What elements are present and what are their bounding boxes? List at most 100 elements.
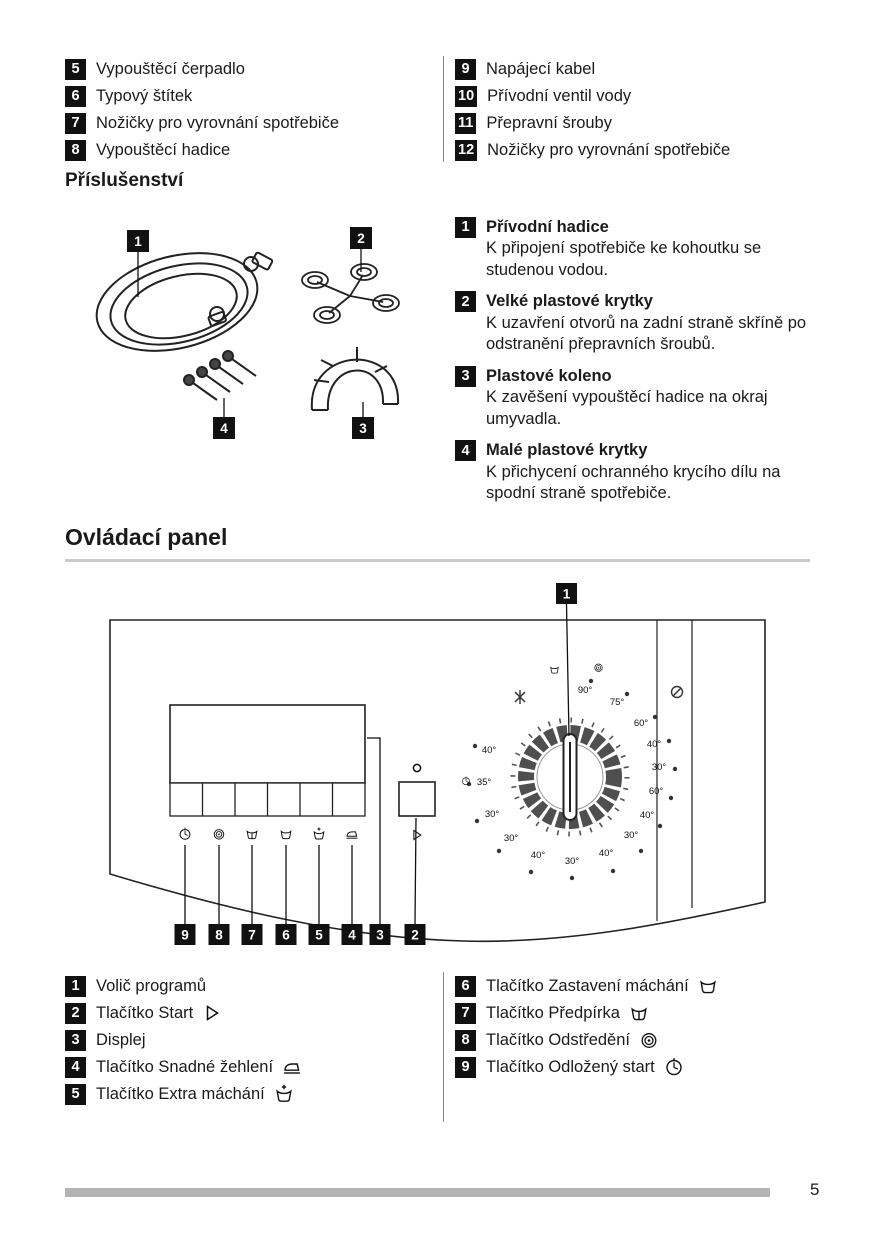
accessory-description: K přichycení ochranného krycího dílu na … <box>486 462 781 503</box>
svg-text:7: 7 <box>248 928 256 943</box>
illustration-callouts: 1 2 4 3 <box>127 227 374 439</box>
svg-text:3: 3 <box>376 928 384 943</box>
callout-number: 5 <box>65 58 86 80</box>
svg-text:30°: 30° <box>624 830 639 841</box>
callout-number: 3 <box>65 1029 86 1051</box>
svg-text:30°: 30° <box>504 833 519 844</box>
part-label: Nožičky pro vyrovnání spotřebiče <box>96 113 340 132</box>
control-panel-heading: Ovládací panel <box>65 524 228 550</box>
legend-label: Tlačítko Zastavení máchání <box>486 976 689 995</box>
callout-number: 4 <box>65 1056 86 1078</box>
elbow-drawing <box>310 347 400 411</box>
diagram-callouts: 9 8 7 6 5 4 3 2 <box>174 924 426 945</box>
extra-rinse-icon <box>313 827 325 840</box>
easy-iron-icon <box>282 1057 302 1077</box>
accessory-description: K uzavření otvorů na zadní straně skříně… <box>486 313 807 354</box>
start-indicator-led <box>412 763 422 773</box>
callout-number: 9 <box>455 1056 476 1078</box>
page-number: 5 <box>810 1180 820 1199</box>
legend-label: Tlačítko Předpírka <box>486 1003 620 1022</box>
program-icon <box>594 663 603 672</box>
callout-number: 1 <box>563 587 571 602</box>
spin-icon <box>639 1030 659 1050</box>
list-item: 10 Přívodní ventil vody <box>455 85 825 107</box>
callout-number: 4 <box>220 421 228 436</box>
part-label: Typový štítek <box>96 86 193 105</box>
large-caps-drawing <box>301 263 400 324</box>
part-label: Přepravní šrouby <box>486 113 612 132</box>
legend-label: Displej <box>96 1030 146 1049</box>
legend-item: 5 Tlačítko Extra máchání <box>65 1083 435 1105</box>
legend-item: 6 Tlačítko Zastavení máchání <box>455 975 825 997</box>
callout-number: 6 <box>455 975 476 997</box>
program-icon <box>550 667 559 674</box>
callout-number: 1 <box>134 234 142 249</box>
heading-rule <box>65 559 810 562</box>
accessory-title: Malé plastové krytky <box>486 441 648 460</box>
legend-label: Tlačítko Start <box>96 1003 194 1022</box>
callout-lines <box>184 603 570 925</box>
callout-number: 12 <box>455 139 478 161</box>
start-button[interactable] <box>398 781 436 817</box>
cottons-icon <box>514 690 526 704</box>
list-item: 7 Nožičky pro vyrovnání spotřebiče <box>65 112 435 134</box>
legend-item: 3 Displej <box>65 1029 435 1051</box>
start-icon <box>413 829 422 841</box>
accessory-description: K zavěšení vypouštěcí hadice na okraj um… <box>486 388 768 428</box>
column-divider <box>443 56 444 162</box>
footer-bar <box>65 1188 770 1197</box>
callout-number: 2 <box>455 291 476 313</box>
svg-text:4: 4 <box>348 928 356 943</box>
accessory-title: Velké plastové krytky <box>486 292 653 311</box>
callout-number: 4 <box>455 440 476 462</box>
accessory-description: K připojení spotřebiče ke kohoutku se st… <box>486 239 762 279</box>
svg-text:90°: 90° <box>578 685 593 696</box>
display-screen <box>169 704 366 784</box>
svg-text:8: 8 <box>215 928 223 943</box>
list-item: 12 Nožičky pro vyrovnání spotřebiče <box>455 139 825 161</box>
callout-number: 9 <box>455 58 476 80</box>
svg-text:75°: 75° <box>610 697 625 708</box>
accessory-title: Plastové koleno <box>486 366 612 385</box>
program-dial[interactable] <box>510 717 630 837</box>
callout-number: 1 <box>455 216 476 238</box>
svg-text:2: 2 <box>411 928 419 943</box>
callout-number: 2 <box>357 231 365 246</box>
svg-text:30°: 30° <box>485 809 500 820</box>
panel-outline <box>109 619 766 943</box>
start-icon <box>202 1003 222 1023</box>
svg-text:60°: 60° <box>634 718 649 729</box>
callout-number: 3 <box>455 365 476 387</box>
no-spin-icon <box>670 685 684 699</box>
legend-label: Tlačítko Extra máchání <box>96 1084 265 1103</box>
accessories-illustration: 1 2 4 3 <box>95 227 400 439</box>
callout-number: 5 <box>65 1083 86 1105</box>
svg-text:40°: 40° <box>531 850 546 861</box>
callout-number: 8 <box>455 1029 476 1051</box>
part-label: Nožičky pro vyrovnání spotřebiče <box>487 140 731 159</box>
part-label: Vypouštěcí hadice <box>96 140 231 159</box>
column-divider <box>443 972 444 1122</box>
part-label: Přívodní ventil vody <box>487 86 632 105</box>
accessory-item: 2 Velké plastové krytky K uzavření otvorů… <box>455 291 825 357</box>
accessories-heading: Příslušenství <box>65 170 184 191</box>
button-row[interactable] <box>169 782 366 817</box>
callout-number: 7 <box>65 112 86 134</box>
callout-number: 7 <box>455 1002 476 1024</box>
legend-label: Volič programů <box>96 976 207 995</box>
screws-drawing <box>183 350 257 401</box>
svg-text:9: 9 <box>181 928 189 943</box>
svg-text:5: 5 <box>315 928 323 943</box>
callout-number: 10 <box>455 85 478 107</box>
